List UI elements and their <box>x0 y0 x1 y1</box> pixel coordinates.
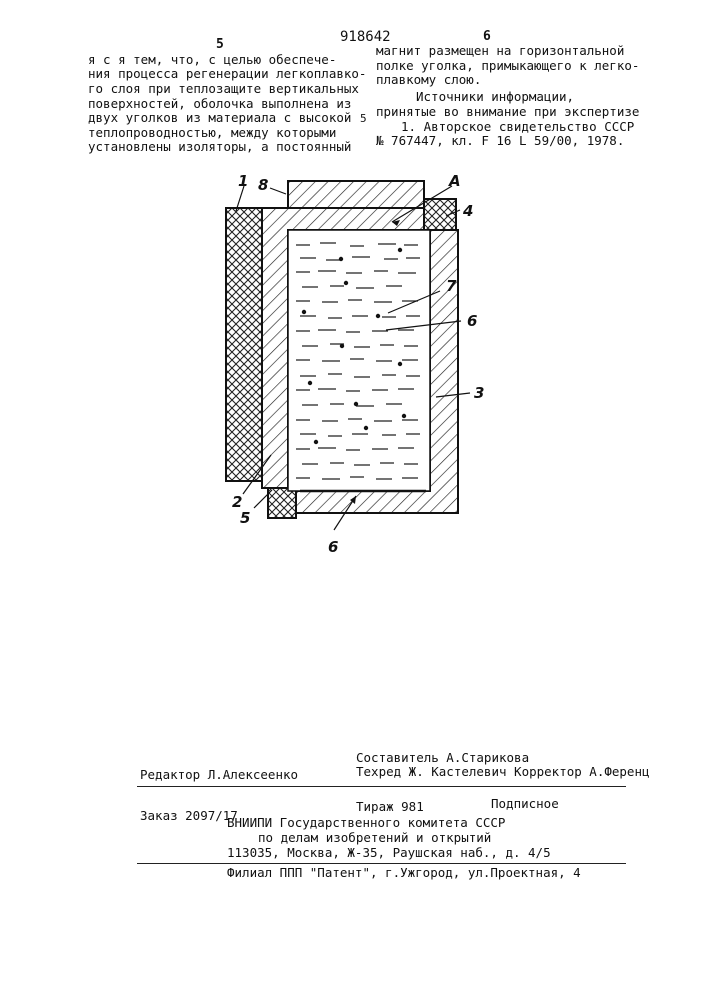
org-line-1: ВНИИПИ Государственного комитета СССР <box>227 816 505 830</box>
part-1-insulation <box>226 208 262 481</box>
footer-rule-top <box>137 786 626 787</box>
label-1: 1 <box>238 172 248 190</box>
label-7: 7 <box>446 277 457 295</box>
label-8: 8 <box>258 176 268 194</box>
org-line-3: 113035, Москва, Ж-35, Раушская наб., д. … <box>227 846 551 860</box>
part-5-insulator <box>268 488 296 518</box>
techred-corrector-line: Техред Ж. Кастелевич Корректор А.Ференц <box>356 765 650 779</box>
subscription: Подписное <box>491 797 559 811</box>
part-4-insulator <box>424 199 456 230</box>
editor-line: Редактор Л.Алексеенко <box>140 768 298 782</box>
org-line-2: по делам изобретений и открытий <box>258 831 491 845</box>
label-3: 3 <box>474 384 484 402</box>
footer-rule-bottom <box>137 863 626 864</box>
label-6-bottom: 6 <box>328 538 338 556</box>
label-4: 4 <box>462 202 473 220</box>
label-5: 5 <box>240 509 250 527</box>
branch-line: Филиал ППП "Патент", г.Ужгород, ул.Проек… <box>227 866 581 880</box>
circulation: Тираж 981 <box>356 800 424 814</box>
label-6-top: 6 <box>467 312 477 330</box>
part-8-magnet <box>288 181 424 208</box>
label-A: A <box>448 172 461 190</box>
compiler-line: Составитель А.Старикова <box>356 751 529 765</box>
order-number: Заказ 2097/17 <box>140 809 238 823</box>
